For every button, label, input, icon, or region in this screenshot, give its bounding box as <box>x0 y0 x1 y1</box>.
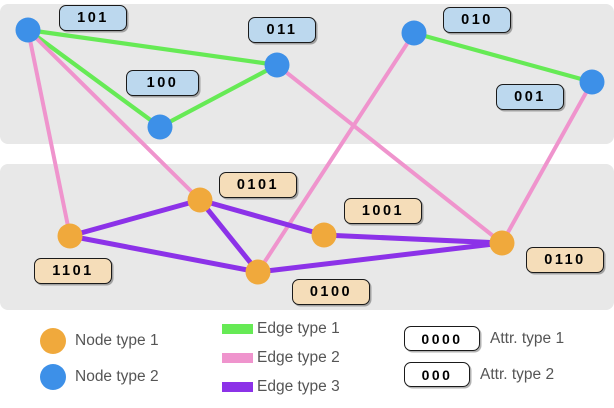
edges-layer <box>25 27 595 275</box>
legend-node-swatch-icon <box>40 328 66 354</box>
legend-entry[interactable]: Edge type 2 <box>222 349 340 367</box>
attribute-label: 0101 <box>219 172 297 198</box>
legend-label: Edge type 2 <box>257 349 340 366</box>
legend-label: Edge type 3 <box>257 378 340 395</box>
legend-label: Edge type 1 <box>257 320 340 337</box>
graph-node[interactable] <box>489 230 515 256</box>
attribute-label: 001 <box>496 84 564 110</box>
graph-edge[interactable] <box>25 27 280 68</box>
legend-label: Attr. type 1 <box>490 329 565 347</box>
graph-edge[interactable] <box>25 27 163 130</box>
legend-entry[interactable]: 000 Attr. type 2 <box>404 362 554 387</box>
graph-node[interactable] <box>311 222 337 248</box>
graph-edge[interactable] <box>256 31 416 274</box>
graph-edge[interactable] <box>67 197 203 239</box>
legend: Node type 1 Node type 2 Edge type 1 Edge ty… <box>0 316 614 408</box>
attribute-label: 1101 <box>34 258 112 284</box>
graph-edge[interactable] <box>197 197 327 238</box>
graph-edge[interactable] <box>197 197 261 275</box>
graph-edge[interactable] <box>26 28 202 202</box>
attribute-label: 0110 <box>526 247 604 273</box>
legend-edge-swatch-icon <box>222 324 253 334</box>
legend-label: Attr. type 2 <box>480 365 555 383</box>
attribute-label: 100 <box>126 70 199 96</box>
graph-node[interactable] <box>264 52 290 78</box>
panels-layer <box>0 4 614 310</box>
graph-edge[interactable] <box>26 28 72 238</box>
graph-node[interactable] <box>401 20 427 46</box>
nodes-layer <box>15 17 605 285</box>
graph-node[interactable] <box>147 114 173 140</box>
legend-edge-swatch-icon <box>222 382 253 392</box>
graph-node[interactable] <box>15 17 41 43</box>
legend-entry[interactable]: Node type 1 <box>40 328 159 354</box>
graph-edge[interactable] <box>411 30 595 85</box>
graph-edge[interactable] <box>67 233 261 275</box>
attribute-label: 011 <box>248 17 316 43</box>
legend-attr-chip-icon: 000 <box>404 362 470 387</box>
graph-node[interactable] <box>245 259 271 285</box>
legend-entry[interactable]: 0000 Attr. type 1 <box>404 326 564 351</box>
legend-node-swatch-icon <box>40 364 66 390</box>
legend-edge-swatch-icon <box>222 353 253 363</box>
attribute-label: 1001 <box>344 198 422 224</box>
graph-edge[interactable] <box>255 240 505 275</box>
attribute-label: 010 <box>443 7 511 33</box>
legend-entry[interactable]: Node type 2 <box>40 364 159 390</box>
graph-node[interactable] <box>187 187 213 213</box>
graph-node[interactable] <box>57 223 83 249</box>
graph-edge[interactable] <box>321 232 505 246</box>
legend-entry[interactable]: Edge type 1 <box>222 320 340 338</box>
attribute-label: 0100 <box>292 279 370 305</box>
top-panel <box>0 4 614 144</box>
bottom-panel <box>0 164 614 310</box>
graph-edge[interactable] <box>157 62 280 130</box>
graph-node[interactable] <box>579 69 605 95</box>
attribute-label: 101 <box>59 5 127 31</box>
legend-label: Node type 2 <box>75 368 159 385</box>
legend-label: Node type 1 <box>75 332 159 349</box>
graph-edge[interactable] <box>275 63 504 245</box>
legend-entry[interactable]: Edge type 3 <box>222 378 340 396</box>
graph-edge[interactable] <box>500 80 594 245</box>
legend-attr-chip-icon: 0000 <box>404 326 480 351</box>
